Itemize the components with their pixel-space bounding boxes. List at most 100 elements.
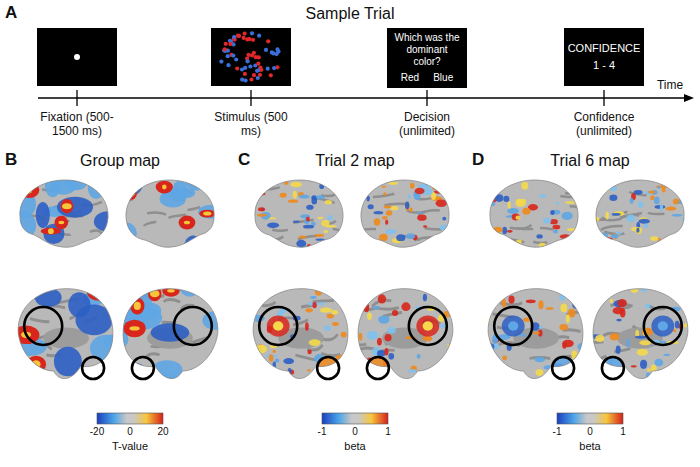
- activation-speck: [272, 350, 276, 353]
- activation-speck: [662, 187, 666, 192]
- activation-blob: [17, 359, 22, 364]
- activation-speck: [370, 289, 378, 294]
- activation-blob: [55, 216, 69, 229]
- activation-speck: [332, 322, 339, 326]
- activation-speck: [644, 224, 648, 228]
- roi-circle: [82, 357, 104, 379]
- activation-speck: [405, 201, 409, 209]
- brain-outline: [123, 289, 218, 379]
- activation-speck: [340, 362, 346, 370]
- activation-speck: [660, 203, 663, 211]
- fixation-screen: [37, 28, 117, 86]
- activation-speck: [323, 230, 328, 233]
- activation-speck: [362, 287, 369, 290]
- activation-speck: [635, 336, 647, 339]
- activation-speck: [502, 227, 507, 234]
- activation-speck: [501, 240, 504, 246]
- activation-blob: [87, 371, 111, 391]
- activation-speck: [316, 195, 325, 199]
- activation-speck: [386, 210, 392, 215]
- stimulus-dot: [269, 73, 273, 77]
- brain-outline: [20, 180, 108, 247]
- activation-speck: [561, 212, 572, 220]
- panel-letter: D: [472, 150, 484, 170]
- activation-blob: [50, 173, 77, 194]
- activation-speck: [366, 291, 373, 294]
- activation-speck: [303, 225, 314, 229]
- activation-blob: [75, 304, 112, 335]
- activation-blob: [36, 202, 50, 228]
- activation-speck: [373, 306, 379, 309]
- activation-speck: [418, 212, 423, 214]
- activation-speck: [639, 219, 650, 224]
- activation-blob: [185, 170, 208, 191]
- activation-speck: [579, 290, 589, 297]
- activation-speck: [257, 214, 267, 217]
- activation-speck: [299, 235, 306, 238]
- activation-speck: [515, 216, 520, 220]
- activation-speck: [626, 338, 630, 347]
- activation-speck: [443, 174, 447, 179]
- activation-speck: [374, 211, 384, 214]
- activation-speck: [489, 180, 499, 185]
- activation-speck: [331, 310, 338, 315]
- timeline-label: Confidence (unlimited): [558, 110, 650, 139]
- activation-speck: [410, 183, 415, 189]
- activation-blob: [48, 228, 54, 234]
- panel-letter: B: [5, 150, 17, 170]
- activation-speck: [367, 312, 372, 320]
- stimulus-dot: [247, 37, 251, 41]
- activation-speck: [310, 296, 317, 299]
- activation-speck: [436, 200, 447, 207]
- stimulus-dot: [223, 47, 227, 51]
- activation-blob: [134, 302, 141, 310]
- activation-speck: [533, 332, 540, 335]
- activation-speck: [370, 183, 382, 187]
- activation-speck: [456, 360, 460, 369]
- brain-sulcus: [601, 226, 623, 230]
- stimulus-dot: [246, 59, 250, 63]
- roi-activation: [552, 357, 575, 378]
- activation-speck: [325, 225, 337, 228]
- activation-speck: [401, 302, 410, 311]
- activation-speck: [617, 299, 627, 307]
- screen-text: Which was the dominant color?: [392, 32, 462, 68]
- stimulus-dot: [254, 55, 258, 59]
- activation-speck: [442, 217, 446, 221]
- activation-speck: [546, 307, 554, 310]
- brain-sulcus: [588, 356, 606, 360]
- activation-speck: [480, 177, 485, 181]
- activation-speck: [252, 370, 256, 378]
- activation-speck: [484, 314, 488, 321]
- roi-circle: [259, 307, 297, 345]
- activation-speck: [553, 230, 558, 234]
- activation-speck: [645, 303, 650, 308]
- brain-outline: [490, 180, 578, 247]
- activation-speck: [508, 295, 514, 303]
- roi-activation: [658, 321, 668, 330]
- activation-speck: [299, 195, 310, 199]
- activation-speck: [359, 333, 363, 341]
- activation-speck: [481, 223, 484, 230]
- activation-blob: [13, 356, 26, 367]
- brain-sulcus: [30, 319, 49, 322]
- activation-speck: [543, 218, 551, 224]
- activation-speck: [511, 175, 517, 179]
- brain-sulcus: [361, 229, 376, 230]
- activation-speck: [494, 290, 502, 297]
- activation-speck: [447, 246, 455, 251]
- activation-speck: [506, 369, 509, 373]
- activation-speck: [553, 225, 561, 230]
- activation-speck: [640, 360, 647, 369]
- activation-speck: [288, 199, 299, 202]
- activation-speck: [305, 322, 309, 331]
- stimulus-dot: [270, 50, 274, 54]
- activation-speck: [319, 302, 325, 305]
- activation-speck: [383, 192, 386, 195]
- activation-speck: [340, 235, 351, 238]
- brain-sulcus: [533, 242, 547, 243]
- activation-blob: [41, 228, 61, 235]
- activation-speck: [594, 295, 603, 303]
- activation-speck: [445, 179, 456, 184]
- activation-speck: [440, 374, 449, 376]
